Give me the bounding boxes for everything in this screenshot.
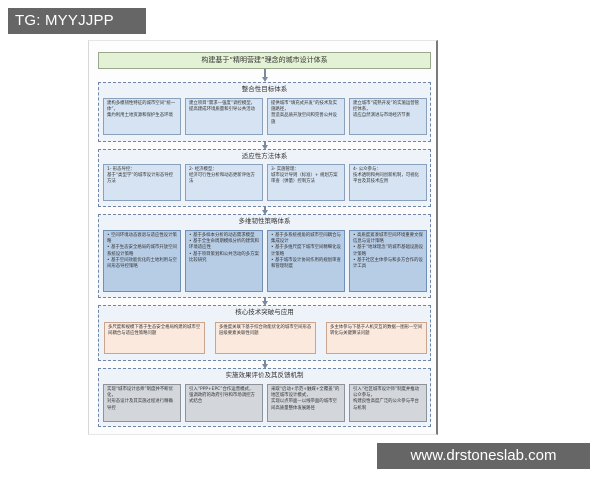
- method-box-3: 3- 实施管理： 城市设计导则（标准）+ 规划方案审查（弹量）控制方法: [267, 164, 345, 201]
- method-box-1: 1- 形态导控： 基于“类型学”的城市设计形态导控方法: [103, 164, 181, 201]
- evaluation-box-1: 实现“城市设计总师”制度并不断优化， 对形态设计及其实施过程进行精确导控: [103, 384, 181, 422]
- section-heading: 多维韧性策略体系: [238, 217, 291, 225]
- strategy-box-1: • 空间环境动态衰退与适应性设计策略 • 基于生态安全格局的城市开放空间系统设计…: [103, 230, 181, 292]
- arrow-down-icon: [262, 77, 268, 82]
- arrow-down-icon: [262, 210, 268, 215]
- section-heading: 实施效果评价及其反馈机制: [225, 371, 304, 379]
- arrow-down-icon: [262, 301, 268, 306]
- goal-box-1: 建构多模韧性特征的城市空间“统一体”， 集约利用土地资源和保护生态环境: [103, 98, 181, 135]
- strategy-box-2: • 基于多样本分析的动态需求模型 • 基于全生命周期模拟分析的建筑和环境适应性 …: [185, 230, 263, 292]
- technology-box-3: 多主体参与下基于人机交互的数据—图形—空间转化与关键算法问题: [326, 322, 427, 354]
- diagram-title: 构建基于“精明营建”理念的城市设计体系: [98, 52, 431, 69]
- connector: [264, 361, 266, 365]
- section-heading: 核心技术突破与应用: [235, 308, 294, 316]
- section-heading: 整合性目标体系: [241, 85, 288, 93]
- technology-box-1: 多尺度和规模下基于生态安全格局构建的城市空间耦合与适应性策略问题: [104, 322, 205, 354]
- goal-box-3: 提供城市“填充式开发”的技术及实施路径， 营造高品质开放空间和完善公共设施: [267, 98, 345, 135]
- evaluation-box-4: 引入“社区城市设计师”制度并推动公众参与， 构建良性高度广泛的公众参与平台与机制: [349, 384, 427, 422]
- connector: [264, 142, 266, 146]
- goal-box-2: 建立项目“需求—强度”调控模型， 提高建成环境质量和引导公共活动: [185, 98, 263, 135]
- connector: [264, 207, 266, 211]
- arrow-down-icon: [262, 364, 268, 369]
- method-box-4: 4- 公众参与： 技术透明和共同创新机制，可视化平台及其技术应用: [349, 164, 427, 201]
- connector: [264, 298, 266, 302]
- goal-box-4: 建立城市“成熟开发”的实施运营管控体系， 适应自然演进与市场经济节奏: [349, 98, 427, 135]
- evaluation-box-3: 采取“启动+示范+触媒+全覆盖”的地区城市设计模式， 实现以点带面—以线带面的城…: [267, 384, 345, 422]
- arrow-down-icon: [262, 145, 268, 150]
- section-heading: 适应性方法体系: [241, 152, 288, 160]
- method-box-2: 2- 经济模型： 经济可行性分析和动态更新评估方法: [185, 164, 263, 201]
- watermark-bottom: www.drstoneslab.com: [377, 443, 590, 469]
- connector: [264, 69, 266, 78]
- strategy-box-4: • 高质度紧凑城市空间环境重要文保信息与设计策略 • 基于“地球理念”的城市基础…: [349, 230, 427, 292]
- watermark-top: TG: MYYJJPP: [8, 8, 146, 34]
- strategy-box-3: • 基于多系统视角的城市空间耦合与集成设计 • 基于多维尺度下城市空间精细化设计…: [267, 230, 345, 292]
- evaluation-box-2: 引入“PPP+EPC”合作运营模式， 强调政府的政府引导和市场调控方式结合: [185, 384, 263, 422]
- technology-box-2: 多维度关联下基于综合效能优化的城市空间形态层级要素关联性问题: [215, 322, 316, 354]
